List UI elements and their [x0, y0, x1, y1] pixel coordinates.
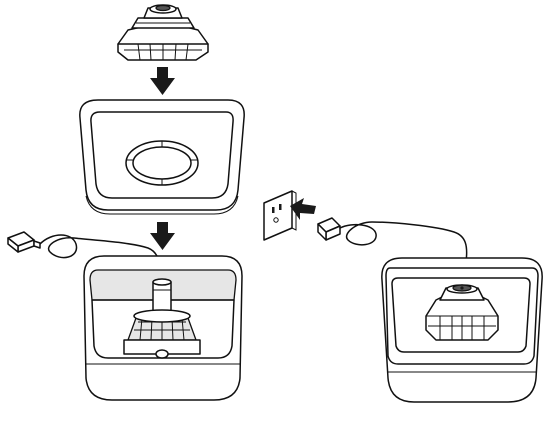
wall-outlet: [263, 190, 297, 241]
arrow-left-icon: [290, 198, 316, 220]
assembled-fountain: [381, 257, 543, 403]
power-cable: [39, 234, 161, 291]
usb-power-adapter: [317, 217, 341, 241]
water-reservoir-base: [83, 255, 243, 401]
arrow-down-icon: [150, 67, 175, 95]
pump-filter-unit: [117, 4, 209, 61]
power-cable: [339, 221, 468, 263]
usb-plug: [7, 231, 41, 253]
drinking-tray: [79, 99, 245, 215]
arrow-down-icon: [150, 222, 175, 250]
